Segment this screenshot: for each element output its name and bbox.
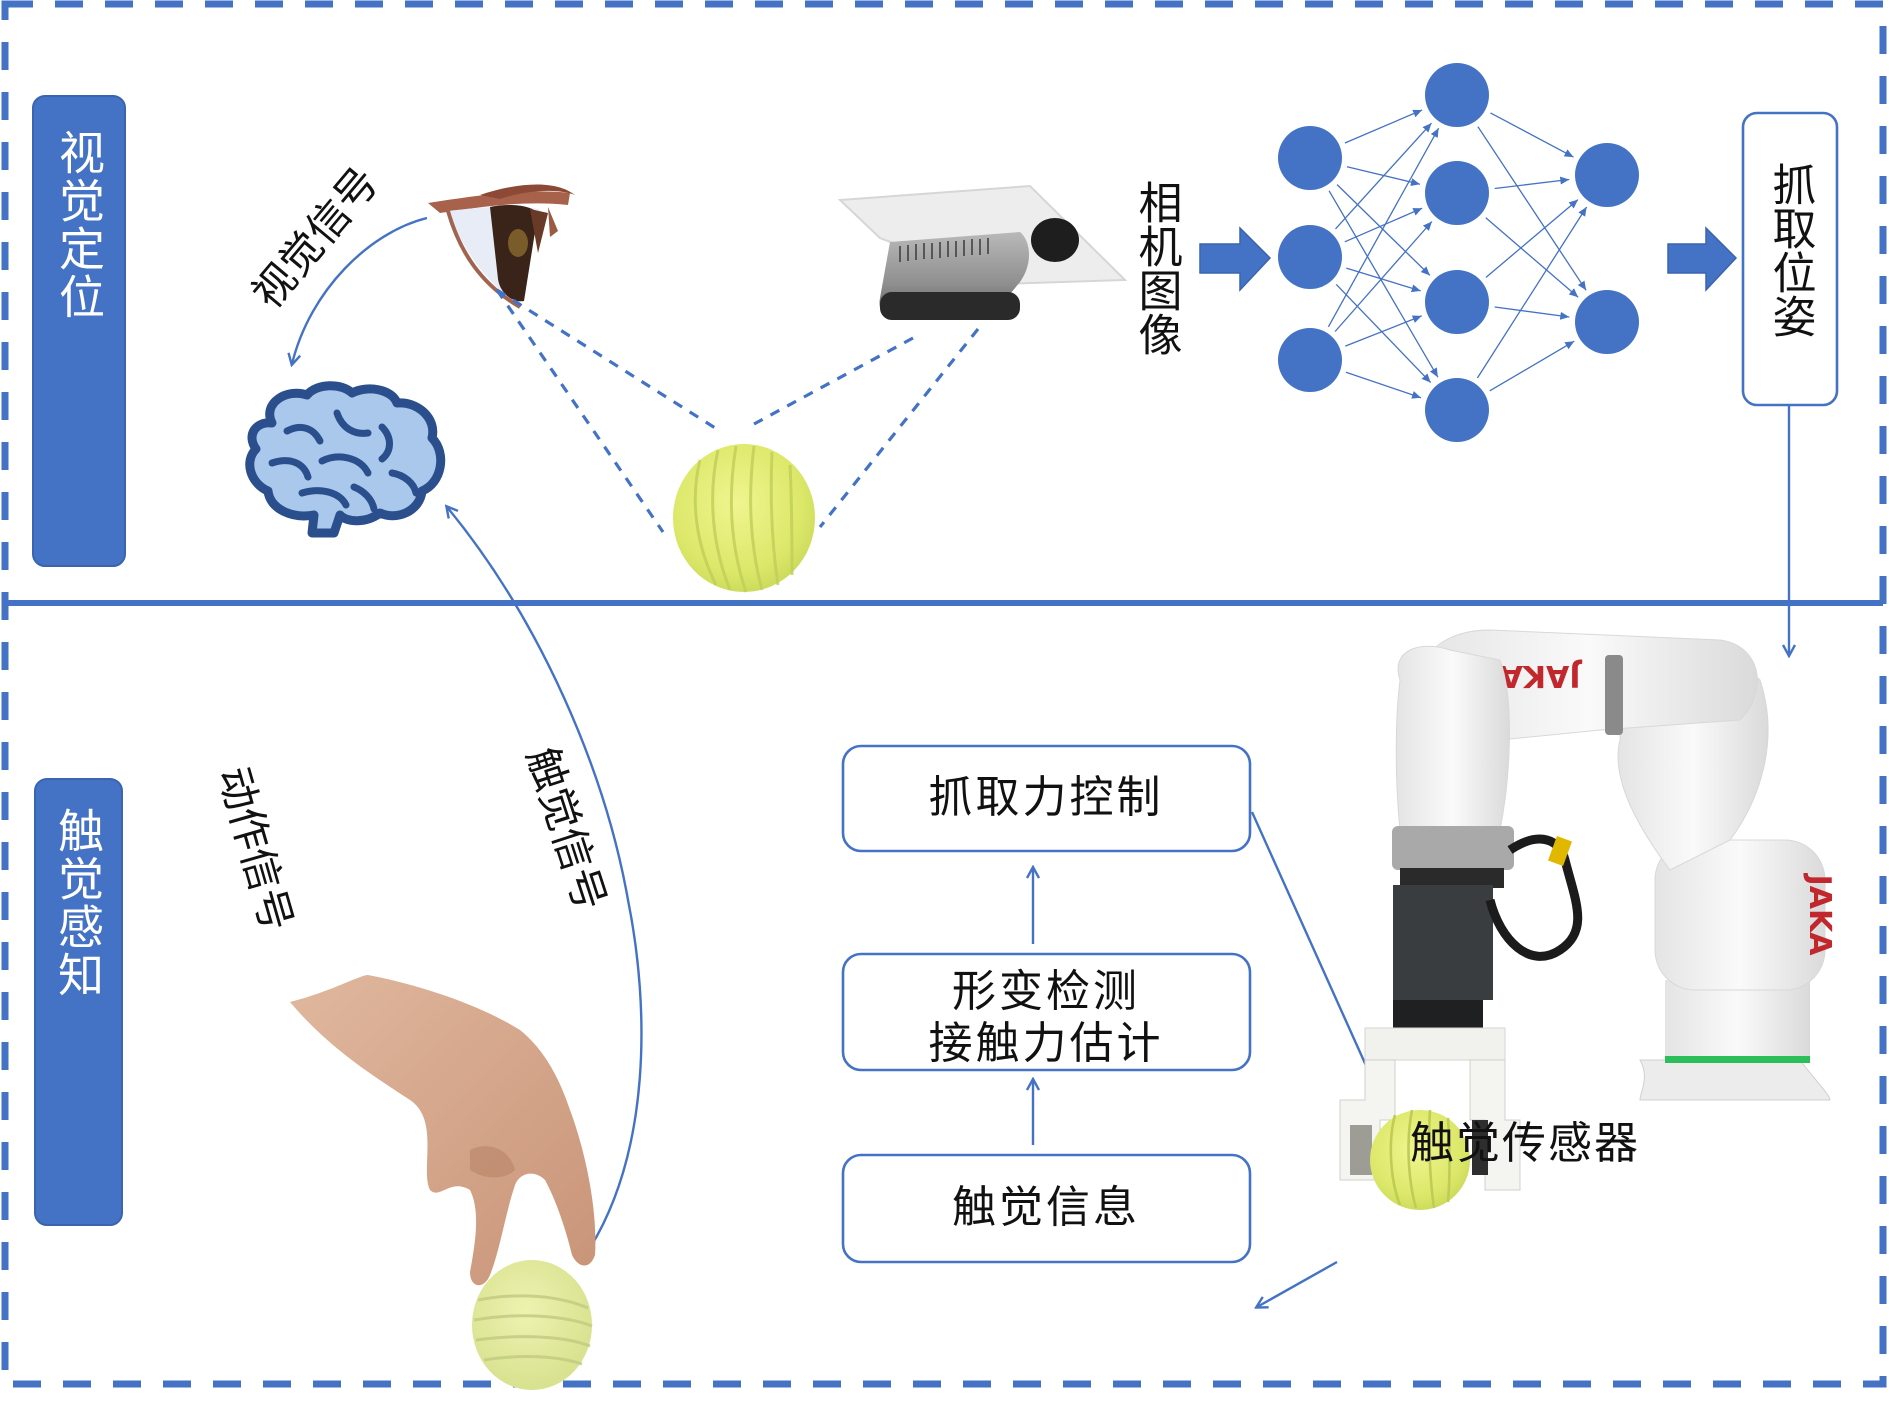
tactile-signal-arrow bbox=[447, 507, 643, 1249]
robot-logo-lower: JAKA bbox=[1802, 873, 1837, 957]
block-arrow-to-pose bbox=[1667, 226, 1738, 292]
robot-arm-icon: JAKA JAKA bbox=[1392, 629, 1837, 1101]
tactile-sensor-right bbox=[1472, 1120, 1488, 1175]
action-signal-label: 动作信号 bbox=[209, 762, 302, 937]
nn-node-layer1-0 bbox=[1425, 63, 1489, 127]
grasp-pose-label: 抓取位姿 bbox=[1765, 162, 1816, 338]
camera-image-label: 相机图像 bbox=[1131, 180, 1182, 356]
nn-node-layer2-1 bbox=[1575, 290, 1639, 354]
visual-signal-label: 视觉信号 bbox=[243, 158, 389, 318]
tactile-sensor-left bbox=[1350, 1125, 1372, 1175]
nn-node-layer0-2 bbox=[1278, 328, 1342, 392]
nn-edge-1-1-0 bbox=[1494, 176, 1570, 190]
nn-node-layer2-0 bbox=[1575, 143, 1639, 207]
nn-edge-0-1-0 bbox=[1335, 122, 1432, 230]
gripper-icon bbox=[1339, 1027, 1521, 1210]
arrow-control-to-gripper bbox=[1250, 811, 1377, 1090]
nn-node-layer1-1 bbox=[1425, 161, 1489, 225]
section-label-visual: 视觉定位 bbox=[32, 95, 126, 567]
nn-edge-0-1-1 bbox=[1344, 207, 1423, 243]
nn-edge-1-1-1 bbox=[1485, 217, 1579, 298]
nn-edge-0-2-2 bbox=[1345, 315, 1422, 347]
nn-edge-0-2-1 bbox=[1334, 221, 1433, 332]
nn-edge-1-0-1 bbox=[1477, 126, 1587, 291]
step-deformation-estimation: 形变检测 接触力估计 bbox=[841, 952, 1252, 1072]
nn-edge-1-0-0 bbox=[1490, 112, 1574, 158]
nn-node-layer1-3 bbox=[1425, 378, 1489, 442]
section-label-visual-text: 视觉定位 bbox=[52, 129, 106, 321]
nn-edge-1-2-1 bbox=[1494, 306, 1570, 320]
view-rays bbox=[495, 288, 980, 533]
neural-network-icon bbox=[1278, 63, 1639, 442]
ball-icon bbox=[673, 444, 815, 593]
nn-edge-1-3-1 bbox=[1489, 340, 1575, 392]
nn-edge-0-0-0 bbox=[1344, 109, 1423, 144]
tactile-sensor-label: 触觉传感器 bbox=[1410, 1118, 1640, 1169]
ball-in-hand-icon bbox=[472, 1260, 593, 1390]
nn-edge-1-3-0 bbox=[1476, 206, 1588, 379]
robot-base-ring bbox=[1665, 1055, 1810, 1063]
depth-camera-icon bbox=[837, 184, 1128, 320]
robot-logo-upper: JAKA bbox=[1499, 658, 1583, 693]
arrow-sensor-to-tactile-info bbox=[1257, 1260, 1338, 1307]
nn-edge-1-2-0 bbox=[1485, 199, 1579, 278]
nn-node-layer0-1 bbox=[1278, 225, 1342, 289]
step-tactile-information-text: 触觉信息 bbox=[952, 1182, 1140, 1233]
hand-icon bbox=[290, 975, 596, 1286]
step-deformation-detection-text: 形变检测 bbox=[952, 966, 1140, 1017]
step-contact-force-estimation-text: 接触力估计 bbox=[929, 1018, 1164, 1069]
nn-node-layer0-0 bbox=[1278, 126, 1342, 190]
nn-edge-0-0-3 bbox=[1328, 190, 1439, 378]
nn-node-layer1-2 bbox=[1425, 270, 1489, 334]
step-tactile-information: 触觉信息 bbox=[841, 1153, 1252, 1264]
brain-icon bbox=[245, 381, 446, 538]
section-label-tactile-text: 触觉感知 bbox=[51, 807, 105, 999]
eye-icon bbox=[428, 184, 575, 309]
grasp-pose-box: 抓取位姿 bbox=[1741, 111, 1839, 407]
block-arrow-to-network bbox=[1199, 226, 1272, 292]
section-label-tactile: 触觉感知 bbox=[34, 778, 123, 1226]
step-grasp-force-control-text: 抓取力控制 bbox=[929, 772, 1164, 823]
nn-edge-0-2-0 bbox=[1327, 127, 1440, 328]
tactile-process-steps: 抓取力控制 形变检测 接触力估计 触觉信息 bbox=[841, 744, 1252, 1264]
nn-edge-0-0-2 bbox=[1336, 184, 1431, 276]
nn-edge-0-1-2 bbox=[1346, 267, 1421, 293]
visual-signal-arrow bbox=[292, 216, 428, 364]
nn-edge-0-2-3 bbox=[1345, 371, 1422, 399]
nn-edge-0-1-3 bbox=[1335, 283, 1432, 384]
tactile-signal-label: 触觉信号 bbox=[517, 741, 616, 916]
step-grasp-force-control: 抓取力控制 bbox=[841, 744, 1252, 853]
